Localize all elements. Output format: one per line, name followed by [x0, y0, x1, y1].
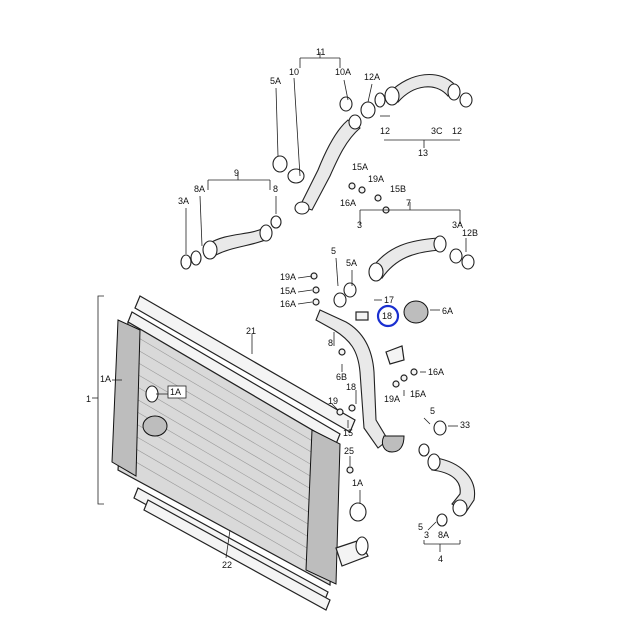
leader-lines: [92, 52, 467, 559]
label-15: 15: [343, 428, 353, 438]
label-12-right: 12: [452, 126, 462, 136]
label-17: 17: [384, 295, 394, 305]
label-33: 33: [460, 420, 470, 430]
label-1a-bottom: 1A: [352, 478, 363, 488]
label-5a-mid: 5A: [346, 258, 357, 268]
bolts: [310, 182, 418, 522]
label-3-bottom: 3: [424, 530, 429, 540]
label-8a-bottom: 8A: [438, 530, 449, 540]
label-8a-top: 8A: [194, 184, 205, 194]
label-3c: 3C: [431, 126, 443, 136]
label-3a-left: 3A: [178, 196, 189, 206]
label-1a-box: 1A: [170, 387, 181, 397]
label-18-lower: 18: [346, 382, 356, 392]
hose-7: [333, 235, 475, 308]
label-9: 9: [234, 168, 239, 178]
label-15a-right: 15A: [410, 389, 426, 399]
label-15b: 15B: [390, 184, 406, 194]
highlight-circle-18: [376, 304, 400, 328]
label-6b: 6B: [336, 372, 347, 382]
label-10: 10: [289, 67, 299, 77]
label-18: 18: [382, 311, 392, 321]
label-8-top: 8: [273, 184, 278, 194]
label-7: 7: [406, 198, 411, 208]
callout-box-1a: [167, 385, 187, 399]
label-4: 4: [438, 554, 443, 564]
bolt-17: [355, 311, 369, 321]
label-21: 21: [246, 326, 256, 336]
label-5a-top: 5A: [270, 76, 281, 86]
pipe-8: [315, 309, 405, 453]
label-13: 13: [418, 148, 428, 158]
hose-13: [374, 74, 473, 108]
label-10a: 10A: [335, 67, 351, 77]
label-15a-left: 15A: [280, 286, 296, 296]
label-11: 11: [316, 47, 325, 57]
label-1a-left: 1A: [100, 374, 111, 384]
hose-4: [418, 420, 476, 527]
label-12-left: 12: [380, 126, 390, 136]
label-19a-bottom: 19A: [384, 394, 400, 404]
cap-6a: [403, 300, 429, 324]
label-8-mid: 8: [328, 338, 333, 348]
label-3a-right: 3A: [452, 220, 463, 230]
callout-labels: 11 5A 10 10A 12A 12 3C 12 13 15A 19A 15B…: [86, 47, 478, 570]
label-5-mid: 5: [331, 246, 336, 256]
hose-9: [180, 215, 282, 270]
label-5-bottom: 5: [418, 522, 423, 532]
label-19: 19: [328, 396, 338, 406]
label-22: 22: [222, 560, 232, 570]
label-12b: 12B: [462, 228, 478, 238]
label-3-mid: 3: [357, 220, 362, 230]
label-1: 1: [86, 394, 91, 404]
label-12a: 12A: [364, 72, 380, 82]
label-16a-right: 16A: [428, 367, 444, 377]
label-16a-left: 16A: [280, 299, 296, 309]
label-25: 25: [344, 446, 354, 456]
label-16a-top: 16A: [340, 198, 356, 208]
label-6a: 6A: [442, 306, 453, 316]
label-5-right: 5: [430, 406, 435, 416]
label-15a-top: 15A: [352, 162, 368, 172]
pipe-11: [272, 96, 376, 215]
label-19a-left: 19A: [280, 272, 296, 282]
label-19a-top: 19A: [368, 174, 384, 184]
